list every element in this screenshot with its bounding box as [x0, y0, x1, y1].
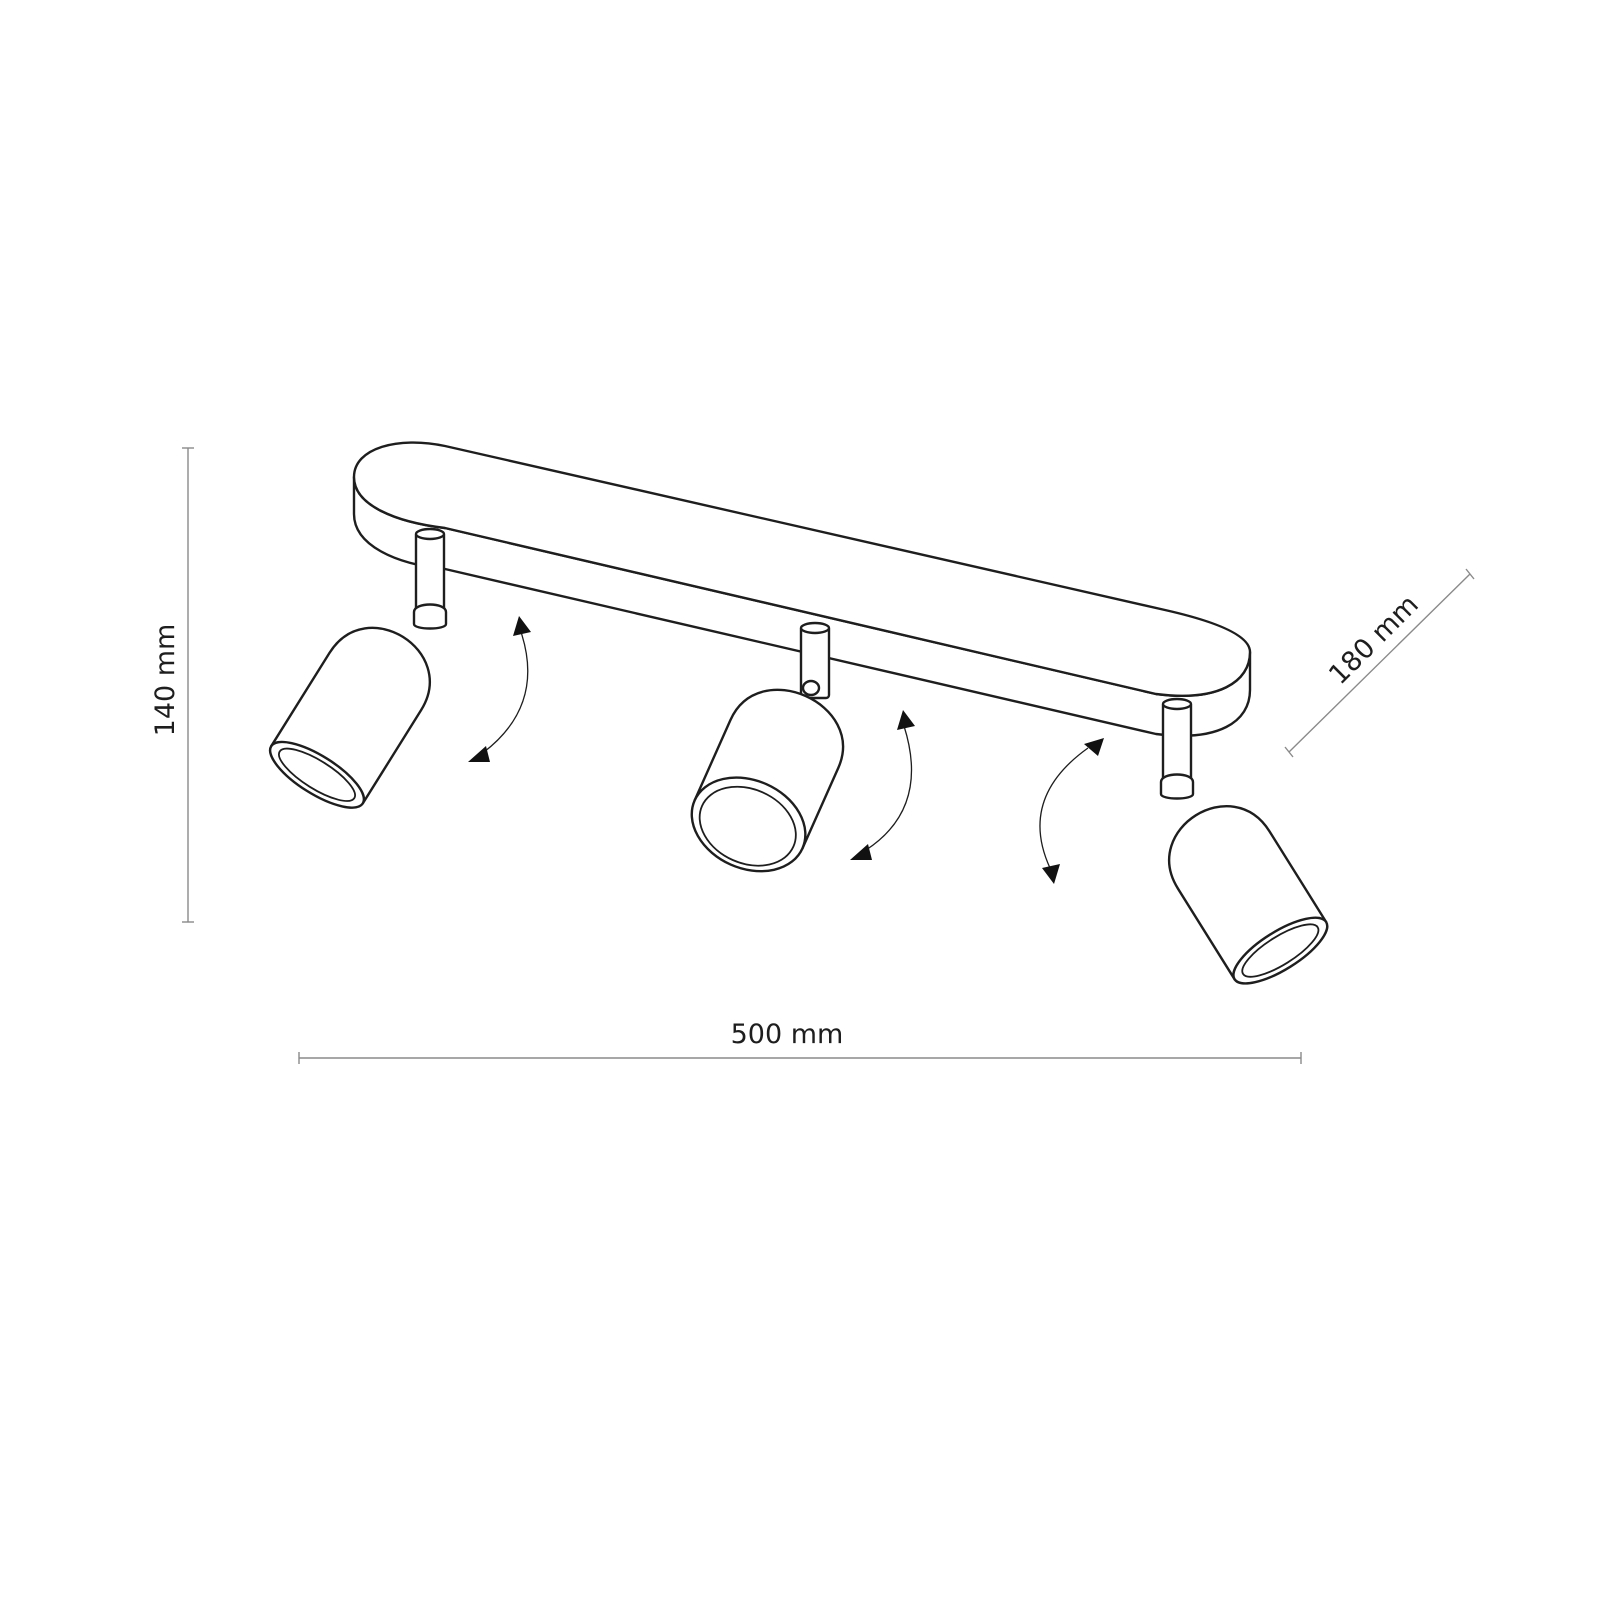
arrow-head-icon [1042, 864, 1060, 884]
width-dimension: 500 mm [298, 1019, 1302, 1064]
depth-dimension: 180 mm [1284, 568, 1475, 758]
arrow-head-icon [1084, 738, 1104, 756]
spotlight-middle-joint [801, 679, 821, 697]
spotlight-right [1159, 697, 1329, 985]
arrow-head-icon [513, 616, 531, 636]
mounting-bar [352, 441, 1252, 737]
spotlight-right-stem [1161, 700, 1193, 786]
spotlight-left [268, 527, 448, 809]
rotation-arrow-right [1039, 738, 1104, 884]
height-label: 140 mm [150, 624, 181, 737]
arrow-head-icon [850, 844, 872, 860]
spotlight-right-opening [1232, 916, 1329, 985]
depth-label: 180 mm [1323, 589, 1425, 691]
rotation-arrow-middle [850, 710, 915, 860]
rotation-arrow-left [468, 616, 531, 762]
spotlight-left-opening [268, 740, 366, 809]
height-dimension: 140 mm [150, 447, 194, 923]
spotlight-right-joint [1159, 773, 1195, 800]
spotlight-left-joint [412, 603, 448, 630]
arrow-head-icon [468, 746, 490, 762]
mounting-bar-top [352, 441, 1252, 697]
spotlight-left-stem [414, 530, 446, 616]
width-label: 500 mm [731, 1019, 844, 1050]
spotlight-middle [690, 621, 845, 873]
arrow-head-icon [897, 710, 915, 730]
